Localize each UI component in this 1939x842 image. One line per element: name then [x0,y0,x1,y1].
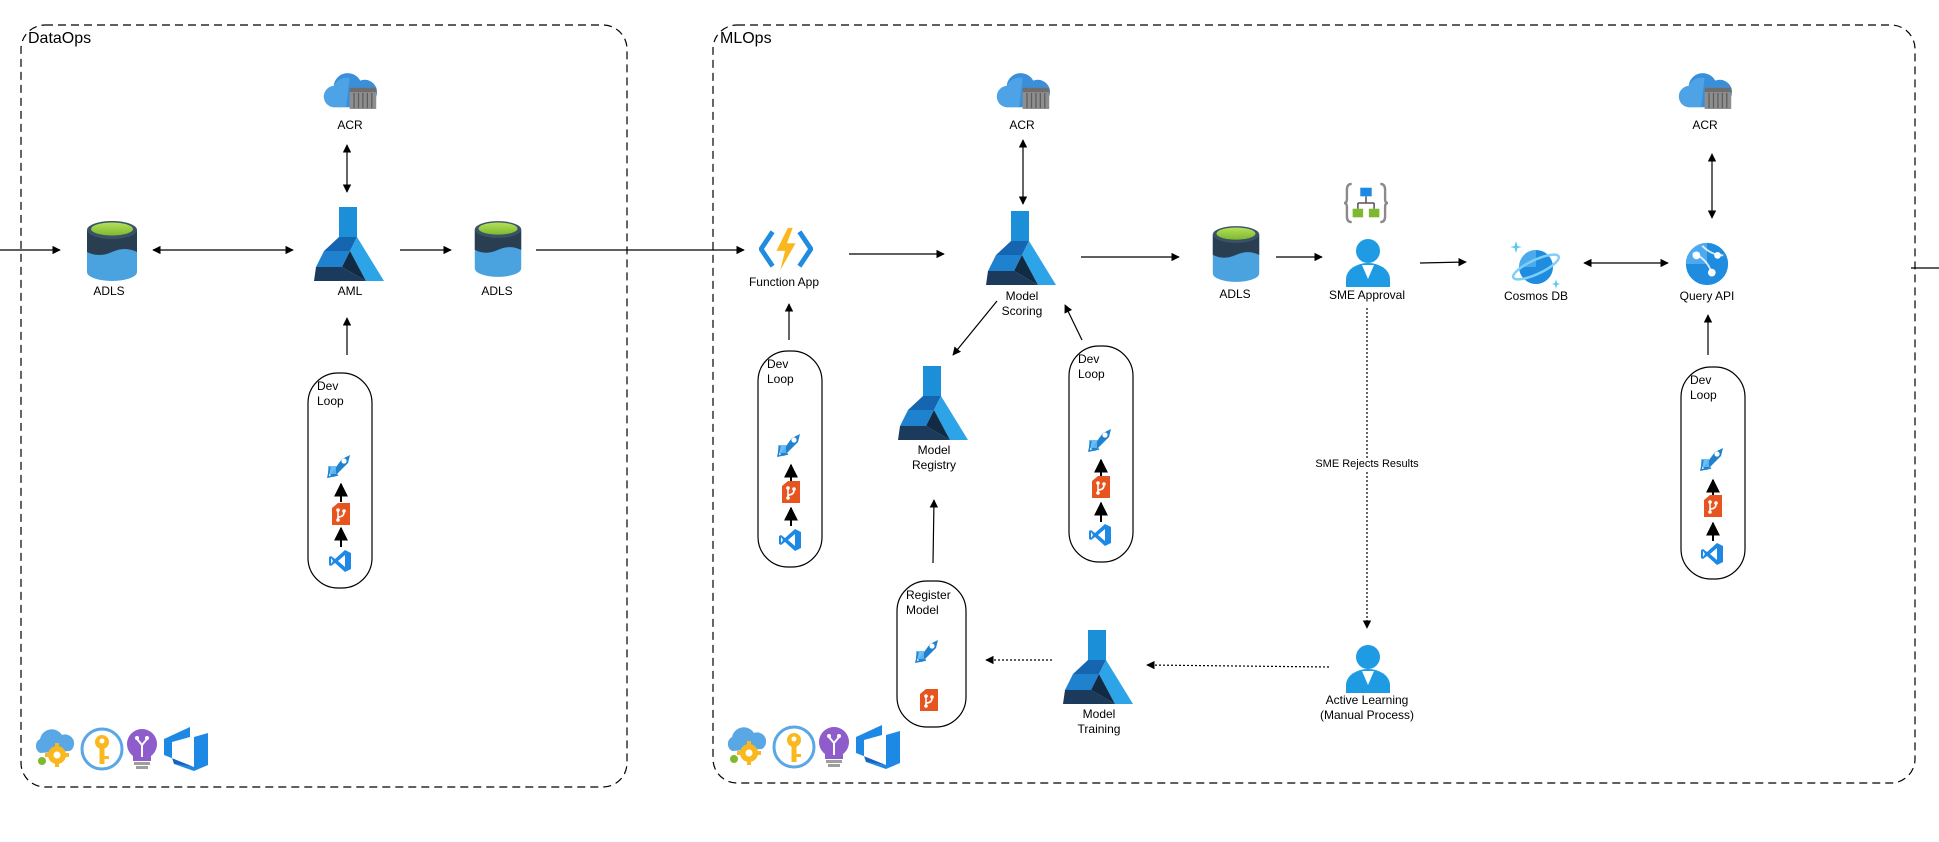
register-model-icons [915,639,939,712]
model-training-label: Model Training [1077,707,1121,736]
flow-arrows [0,139,1939,564]
pipelines-icon [915,639,939,663]
function-app-label: Function App [748,275,820,289]
adls-label: ADLS [1219,287,1251,301]
function-dev-loop-icons [777,433,801,551]
dev-loop-label: Dev Loop [767,357,794,386]
cloud-gear-icon [35,729,75,767]
adls-icon [474,221,522,277]
adls-label: ADLS [93,284,125,298]
sme-rejects-label: SME Rejects Results [1315,458,1419,470]
dataops-section-border [20,24,628,788]
dev-loop-label: Dev Loop [1078,352,1105,381]
dataops-section-title: DataOps [28,30,92,47]
active-learning-person-icon [1346,645,1390,693]
vscode-icon [329,550,351,572]
adls-icon [87,221,137,281]
query-api-label: Query API [1679,289,1735,303]
org-chart-braces-icon [1343,182,1389,224]
aml-flask-icon [314,207,384,281]
adls-icon [1212,226,1260,282]
vscode-icon [779,529,801,551]
azure-devops-icon [164,727,208,771]
acr-label: ACR [337,118,363,132]
vscode-icon [1089,524,1111,546]
insights-bulb-icon [126,728,158,770]
acr-cloud-icon [1678,72,1733,110]
query-api-dev-loop-icons [1700,447,1724,565]
model-training-flask-icon [1063,630,1133,704]
mlops-tools-row [727,725,900,769]
register-model-container [896,580,967,728]
cloud-gear-icon [727,727,767,765]
dotted-arrows [985,308,1372,670]
sme-person-icon [1346,239,1390,287]
model-registry-label: Model Registry [911,443,957,472]
arrow-active-learning-to-training [1146,660,1330,670]
pipelines-icon [327,454,351,478]
repos-icon [331,502,351,526]
repos-icon [1703,494,1723,518]
cosmos-db-icon [1508,239,1563,291]
query-api-globe-icon [1684,241,1730,287]
mlops-section-border [712,24,1916,784]
acr-cloud-icon [996,72,1051,110]
dataops-dev-loop-icons [327,454,351,572]
cosmos-db-label: Cosmos DB [1503,289,1569,303]
function-dev-loop-container [757,350,823,568]
vscode-icon [1701,543,1723,565]
acr-label: ACR [1009,118,1035,132]
mlops-section-title: MLOps [720,30,772,47]
dataops-tools-row [35,727,208,771]
repos-icon [919,688,939,712]
pipelines-icon [777,433,801,457]
repos-icon [781,480,801,504]
model-scoring-flask-icon [986,211,1056,285]
arrow-scoring-registry [952,300,998,356]
function-app-icon [761,228,811,270]
query-api-dev-loop-container [1680,366,1746,580]
model-scoring-label: Model Scoring [1001,289,1043,318]
scoring-dev-loop-icons [1088,428,1112,546]
register-model-label: Register Model [906,588,951,617]
insights-bulb-icon [818,726,850,768]
repos-icon [1091,475,1111,499]
dataops-dev-loop-container [307,372,373,589]
key-vault-icon [772,725,816,769]
sme-approval-label: SME Approval [1328,288,1406,302]
aml-label: AML [337,284,363,298]
dev-loop-inner-arrows [334,458,1720,547]
key-vault-icon [80,727,124,771]
acr-label: ACR [1692,118,1718,132]
arrow-register-to-registry [929,499,939,564]
azure-devops-icon [856,725,900,769]
dev-loop-label: Dev Loop [1690,373,1717,402]
pipelines-icon [1700,447,1724,471]
dev-loop-label: Dev Loop [317,379,344,408]
scoring-dev-loop-container [1068,345,1134,563]
adls-label: ADLS [481,284,513,298]
pipelines-icon [1088,428,1112,452]
active-learning-label: Active Learning (Manual Process) [1319,693,1415,722]
arrow-sme-cosmos [1419,257,1467,267]
model-registry-flask-icon [898,366,968,440]
acr-cloud-icon [323,72,378,110]
arrow-devloop-scoring [1064,304,1083,341]
